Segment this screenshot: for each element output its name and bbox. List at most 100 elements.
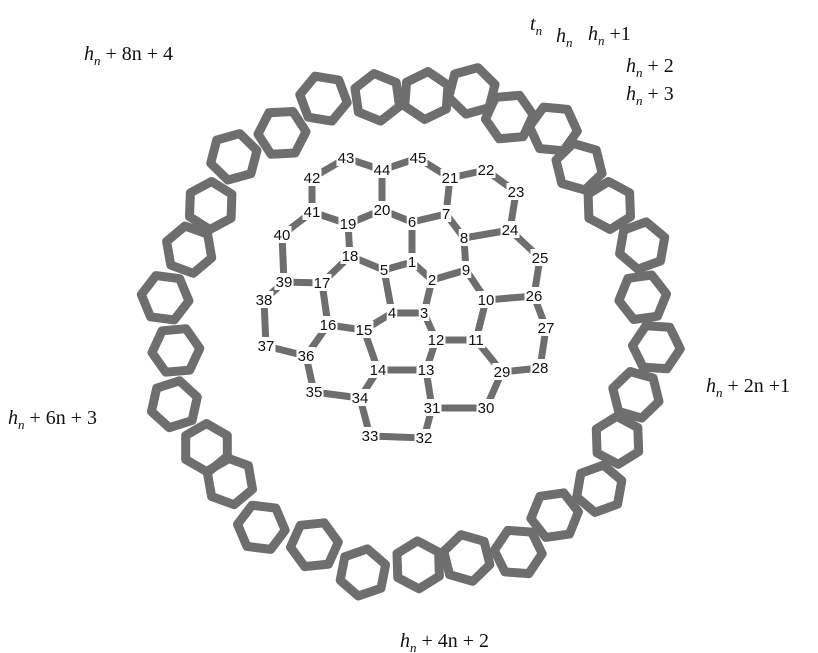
- hexagon: [583, 177, 635, 234]
- label-hn-plus-1: hn +1: [588, 23, 631, 48]
- vertex-label-bg: [408, 149, 428, 166]
- hexagon: [233, 500, 290, 554]
- vertex-label-bg: [500, 221, 520, 238]
- vertex-label-32: 32: [416, 430, 433, 447]
- vertex-label-4: 4: [388, 305, 396, 322]
- vertex-label-2: 2: [428, 272, 436, 289]
- vertex-label-bg: [476, 161, 496, 178]
- vertex-label-36: 36: [298, 348, 315, 365]
- vertex-label-bg: [476, 291, 496, 308]
- vertex-label-bg: [506, 183, 526, 200]
- vertex-label-1: 1: [408, 254, 416, 271]
- hexagon: [439, 530, 495, 586]
- vertex-label-35: 35: [306, 384, 323, 401]
- hexagon: [444, 63, 500, 119]
- vertex-label-22: 22: [478, 162, 495, 179]
- vertex-label-bg: [536, 319, 556, 336]
- label-hn-plus-6n-plus-3: hn + 6n + 3: [8, 407, 97, 432]
- hexagon: [628, 321, 685, 374]
- vertex-label-18: 18: [342, 248, 359, 265]
- vertex-label-37: 37: [258, 338, 275, 355]
- vertex-label-bg: [406, 213, 418, 230]
- vertex-label-39: 39: [276, 274, 293, 291]
- vertex-label-bg: [296, 347, 316, 364]
- hexagon: [525, 102, 582, 156]
- vertex-label-20: 20: [374, 202, 391, 219]
- vertex-label-44: 44: [374, 162, 391, 179]
- vertex-label-23: 23: [508, 184, 525, 201]
- vertex-label-bg: [350, 389, 370, 406]
- hexagon: [350, 69, 404, 126]
- hexagon: [400, 67, 453, 124]
- label-tn: tn: [530, 13, 542, 38]
- vertex-label-10: 10: [478, 292, 495, 309]
- vertex-label-8: 8: [460, 230, 468, 247]
- core-bond: [428, 266, 470, 284]
- vertex-label-bg: [360, 427, 380, 444]
- vertex-label-28: 28: [532, 360, 549, 377]
- hexagon: [136, 271, 194, 325]
- vertex-label-16: 16: [320, 317, 337, 334]
- hexagon: [286, 518, 343, 572]
- label-hn-plus-3: hn + 3: [626, 83, 674, 108]
- core-bond: [408, 210, 450, 226]
- outer-ring-hexagon-chains: [136, 63, 685, 601]
- vertex-label-bg: [460, 261, 472, 278]
- vertex-label-45: 45: [410, 150, 427, 167]
- hexagon: [147, 324, 205, 377]
- vertex-label-bg: [458, 229, 470, 246]
- hexagon: [551, 139, 607, 195]
- hexagon: [392, 536, 444, 594]
- hexagon-chain: [185, 69, 404, 234]
- vertex-label-bg: [338, 215, 358, 232]
- vertex-label-29: 29: [494, 364, 511, 381]
- vertex-label-bg: [318, 316, 338, 333]
- hexagon-chain: [583, 177, 685, 423]
- vertex-label-15: 15: [356, 322, 373, 339]
- vertex-label-25: 25: [532, 250, 549, 267]
- hexagon: [181, 419, 232, 476]
- vertex-label-6: 6: [408, 214, 416, 231]
- vertex-label-bg: [476, 399, 496, 416]
- vertex-label-19: 19: [340, 216, 357, 233]
- vertex-label-bg: [372, 201, 392, 218]
- vertex-label-bg: [530, 249, 550, 266]
- vertex-label-bg: [336, 149, 356, 166]
- vertex-label-bg: [372, 161, 392, 178]
- hexagon: [253, 107, 311, 159]
- vertex-label-bg: [440, 169, 460, 186]
- hexagon: [489, 525, 547, 579]
- vertex-label-12: 12: [428, 332, 445, 349]
- hexagon: [147, 376, 202, 433]
- hexagon: [206, 129, 262, 185]
- vertex-label-bg: [304, 383, 324, 400]
- hexagon: [335, 544, 391, 601]
- vertex-label-bg: [302, 169, 322, 186]
- hexagon: [162, 221, 217, 278]
- vertex-label-27: 27: [538, 320, 555, 337]
- vertex-label-bg: [254, 291, 274, 308]
- vertex-label-bg: [416, 361, 436, 378]
- vertex-label-bg: [272, 226, 292, 243]
- vertex-label-bg: [312, 274, 332, 291]
- vertex-label-bg: [414, 429, 434, 446]
- vertex-label-14: 14: [370, 362, 387, 379]
- hexagon-chain: [439, 411, 644, 586]
- hexagon: [295, 71, 352, 126]
- vertex-label-9: 9: [462, 262, 470, 279]
- vertex-label-30: 30: [478, 400, 495, 417]
- vertex-label-bg: [530, 359, 550, 376]
- hexagon-chain: [136, 221, 232, 476]
- ring-labels: tn hn hn +1 hn + 2 hn + 3 hn + 2n +1 hn …: [8, 13, 790, 653]
- hexagon: [591, 411, 644, 469]
- vertex-label-bg: [340, 247, 360, 264]
- vertex-label-bg: [386, 304, 398, 321]
- hexagon: [185, 177, 237, 234]
- hexagon-chain: [202, 452, 444, 601]
- label-hn: hn: [556, 25, 573, 50]
- label-hn-plus-2: hn + 2: [626, 55, 674, 80]
- vertex-label-41: 41: [304, 204, 321, 221]
- vertex-label-bg: [524, 287, 544, 304]
